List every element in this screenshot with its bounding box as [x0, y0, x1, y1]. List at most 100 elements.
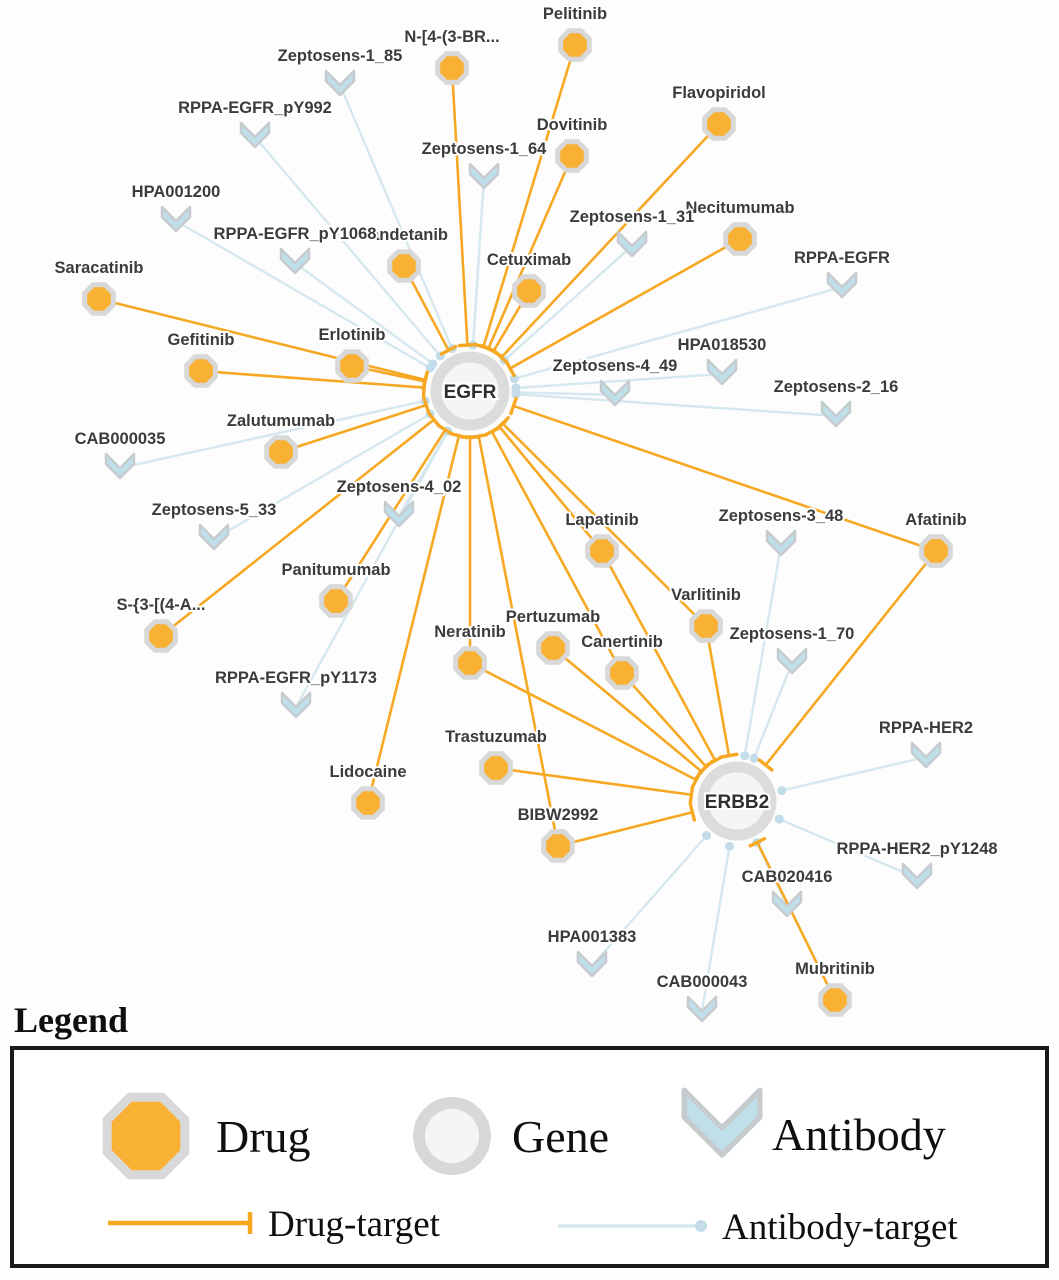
- inhibition-tee-icon: [484, 345, 502, 358]
- antibody-label: Zeptosens-2_16: [774, 378, 899, 396]
- drug-node[interactable]: [605, 656, 639, 690]
- drug-target-edge: [469, 661, 697, 782]
- antibody-label: RPPA-EGFR_pY1068: [214, 225, 377, 243]
- inhibition-tee-icon: [688, 785, 695, 805]
- antibody-node[interactable]: [576, 950, 608, 978]
- drug-target-edge: [509, 237, 741, 370]
- drug-target-edge: [495, 766, 692, 797]
- inhibition-tee-icon: [688, 802, 697, 822]
- inhibition-tee-icon: [421, 371, 429, 391]
- antibody-label: RPPA-HER2: [879, 719, 973, 737]
- drug-node[interactable]: [144, 619, 178, 653]
- gene-node-ERBB2[interactable]: [697, 761, 777, 841]
- antibody-node[interactable]: [104, 452, 136, 480]
- drug-node[interactable]: [335, 349, 369, 383]
- inhibition-tee-icon: [427, 411, 441, 428]
- antibody-node[interactable]: [599, 379, 631, 407]
- drug-node[interactable]: [453, 646, 487, 680]
- drug-label: Lapatinib: [565, 511, 638, 529]
- label-layer: EGFRERBB2PelitinibN-[4-(3-BR...Dovitinib…: [53, 3, 1000, 993]
- antibody-label: RPPA-EGFR_pY1173: [215, 669, 377, 687]
- drug-node[interactable]: [702, 107, 736, 141]
- drug-node[interactable]: [512, 274, 546, 308]
- antibody-target-edge: [471, 177, 486, 346]
- drug-node[interactable]: [387, 249, 421, 283]
- antibody-node[interactable]: [820, 400, 852, 428]
- antibody-node[interactable]: [280, 691, 312, 719]
- antibody-target-edge: [778, 817, 918, 880]
- drug-node[interactable]: [319, 584, 353, 618]
- antibody-node[interactable]: [279, 247, 311, 275]
- antibody-node[interactable]: [383, 500, 415, 528]
- antibody-node[interactable]: [765, 529, 797, 557]
- antibody-node[interactable]: [910, 741, 942, 769]
- antibody-edge-dot: [774, 814, 784, 824]
- drug-label: Erlotinib: [319, 326, 386, 344]
- gene-legend-label: Gene: [512, 1111, 609, 1162]
- antibody-node[interactable]: [686, 995, 718, 1023]
- antibody-node[interactable]: [616, 230, 648, 258]
- drug-node[interactable]: [919, 534, 953, 568]
- drug-target-edge: [600, 550, 717, 762]
- antibody-node[interactable]: [826, 271, 858, 299]
- antibody-node[interactable]: [776, 647, 808, 675]
- drug-label: Panitumumab: [281, 561, 390, 579]
- antibody-node[interactable]: [160, 205, 192, 233]
- drug-label: Mubritinib: [795, 960, 875, 978]
- drug-target-edge: [621, 672, 708, 768]
- gene-circle-icon: [413, 1097, 491, 1175]
- drug-node[interactable]: [435, 51, 469, 85]
- drug-target-legend-label: Drug-target: [268, 1204, 441, 1245]
- drug-node[interactable]: [351, 786, 385, 820]
- inhibition-tee-icon: [748, 837, 767, 848]
- legend: Legend Drug Gene Antibody Drug-target An…: [10, 1000, 1049, 1268]
- antibody-label: RPPA-HER2_pY1248: [836, 840, 997, 858]
- drug-label: Afatinib: [905, 511, 966, 529]
- drug-node[interactable]: [82, 282, 116, 316]
- antibody-chevron-icon: [681, 1087, 763, 1158]
- drug-node[interactable]: [689, 609, 723, 643]
- antibody-edge-dot: [777, 786, 787, 796]
- antibody-node[interactable]: [901, 862, 933, 890]
- antibody-node[interactable]: [706, 358, 738, 386]
- antibody-target-legend-label: Antibody-target: [722, 1207, 958, 1248]
- drug-target-edge: [490, 430, 624, 674]
- drug-node[interactable]: [585, 534, 619, 568]
- drug-target-edge: [450, 67, 469, 346]
- antibody-node[interactable]: [468, 162, 500, 190]
- inhibition-tee-icon: [439, 344, 458, 356]
- drug-node[interactable]: [558, 28, 592, 62]
- drug-node[interactable]: [536, 631, 570, 665]
- drug-target-edge: [513, 404, 937, 553]
- antibody-node[interactable]: [771, 890, 803, 918]
- drug-node[interactable]: [479, 751, 513, 785]
- drug-node[interactable]: [541, 829, 575, 863]
- drug-node[interactable]: [264, 435, 298, 469]
- antibody-label: Zeptosens-4_49: [553, 357, 678, 375]
- antibody-target-edge: [294, 262, 434, 365]
- antibody-label: Zeptosens-1_85: [278, 47, 403, 65]
- drug-node[interactable]: [555, 139, 589, 173]
- drug-node[interactable]: [723, 222, 757, 256]
- gene-label: EGFR: [444, 382, 497, 403]
- antibody-label: CAB000035: [75, 430, 166, 448]
- drug-target-edge: [280, 403, 427, 454]
- antibody-node[interactable]: [198, 523, 230, 551]
- drug-target-edge: [501, 422, 707, 627]
- drug-target-edge: [552, 647, 703, 773]
- drug-label: Flavopiridol: [672, 84, 766, 102]
- gene-node-EGFR[interactable]: [430, 351, 510, 431]
- inhibition-tee-icon: [469, 432, 489, 440]
- antibody-target-edge: [752, 662, 794, 759]
- antibody-label: Zeptosens-5_33: [152, 501, 277, 519]
- antibody-node[interactable]: [239, 121, 271, 149]
- drug-target-edge: [704, 625, 731, 756]
- antibody-edge-dot: [509, 374, 519, 384]
- antibody-edge-dot: [724, 841, 734, 851]
- antibody-node[interactable]: [324, 69, 356, 97]
- antibody-label: RPPA-EGFR: [794, 249, 890, 267]
- antibody-target-edge: [338, 84, 454, 350]
- drug-node[interactable]: [818, 983, 852, 1017]
- drug-node[interactable]: [184, 354, 218, 388]
